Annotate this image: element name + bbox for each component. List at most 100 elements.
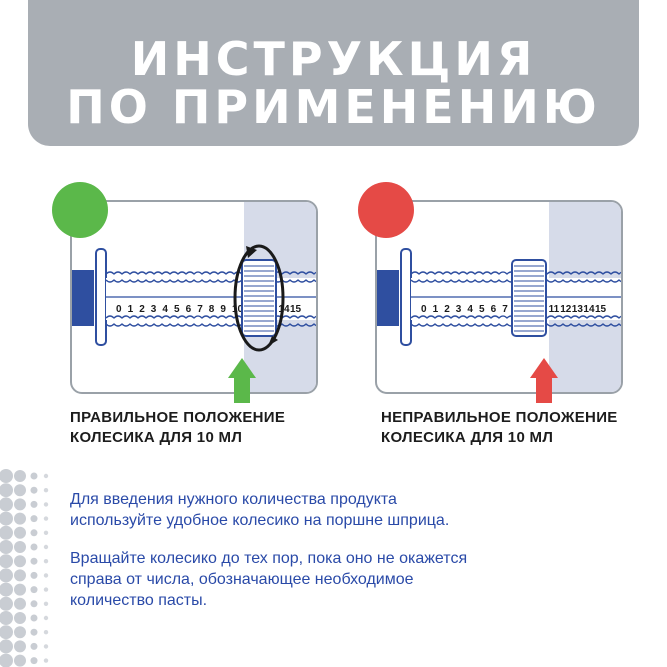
pattern-dot — [0, 554, 13, 569]
pattern-dot — [0, 653, 13, 667]
scale-label: 15 — [290, 304, 302, 315]
pattern-dot — [30, 486, 38, 494]
pattern-dot — [30, 628, 38, 636]
scale-label: 4 — [467, 304, 473, 315]
incorrect-indicator-dot — [358, 182, 414, 238]
dosing-wheel — [511, 259, 547, 337]
pattern-dot — [43, 544, 49, 550]
pattern-dot — [14, 654, 26, 667]
pattern-dot — [0, 625, 13, 640]
pattern-dot — [14, 526, 26, 539]
pattern-dot — [14, 569, 26, 582]
scale-label: 14 — [278, 304, 290, 315]
caption-correct: ПРАВИЛЬНОЕ ПОЛОЖЕНИЕ КОЛЕСИКА ДЛЯ 10 МЛ — [70, 408, 285, 448]
scale-label: 4 — [162, 304, 168, 315]
scale-label: 9 — [220, 304, 226, 315]
caption-incorrect-line1: НЕПРАВИЛЬНОЕ ПОЛОЖЕНИЕ — [381, 409, 618, 426]
scale-label: 5 — [479, 304, 485, 315]
instruction-text-line: количество пасты. — [70, 592, 208, 609]
instruction-paragraph-2: Вращайте колесико до тех пор, пока оно н… — [70, 548, 630, 611]
instruction-text-line: используйте удобное колесико на поршне ш… — [70, 512, 450, 529]
scale-label: 0 — [421, 304, 427, 315]
pattern-dot — [0, 469, 13, 483]
pattern-dot — [30, 600, 38, 608]
pattern-dot — [30, 515, 38, 523]
pattern-dot — [43, 615, 49, 621]
scale-label: 7 — [197, 304, 203, 315]
page-title-line1: ИНСТРУКЦИЯ — [130, 32, 537, 86]
pattern-dot — [43, 587, 49, 592]
pattern-dot — [0, 511, 13, 526]
pattern-dot — [14, 555, 26, 568]
pattern-dot — [30, 614, 38, 622]
scale-label: 6 — [491, 304, 497, 315]
scale-label: 6 — [186, 304, 192, 315]
pattern-dot — [43, 644, 49, 649]
pattern-dot — [0, 639, 13, 654]
pattern-dot — [14, 541, 26, 553]
pattern-dot — [43, 488, 49, 493]
pattern-dot — [30, 657, 38, 665]
pattern-dot — [30, 586, 38, 594]
pattern-dot — [0, 611, 13, 625]
scale-label: 0 — [116, 304, 122, 315]
pattern-dot — [43, 559, 49, 564]
rotate-icon — [233, 244, 285, 352]
pattern-dot — [43, 516, 49, 521]
correct-indicator-dot — [52, 182, 108, 238]
scale-label: 3 — [456, 304, 462, 315]
caption-correct-line1: ПРАВИЛЬНОЕ ПОЛОЖЕНИЕ — [70, 409, 286, 426]
scale-label: 5 — [174, 304, 180, 315]
plunger-rod — [105, 271, 316, 327]
scale-label: 13 — [572, 304, 584, 315]
instruction-text-line: Для введения нужного количества продукта — [70, 491, 397, 508]
pattern-dot — [0, 525, 13, 540]
instruction-paragraph-1: Для введения нужного количества продукта… — [70, 489, 630, 531]
scale-label: 7 — [502, 304, 508, 315]
pattern-dot — [14, 640, 26, 653]
instruction-text-line: справа от числа, обозначающее необходимо… — [70, 571, 414, 588]
scale-label: 15 — [595, 304, 607, 315]
scale-label: 1 — [433, 304, 439, 315]
pattern-dot — [30, 500, 38, 508]
scale-label: 14 — [583, 304, 595, 315]
pattern-dot — [14, 484, 26, 497]
pattern-dot — [30, 472, 38, 480]
scale-label: 2 — [139, 304, 145, 315]
pattern-dot — [14, 498, 26, 511]
pattern-dot — [43, 630, 49, 635]
pattern-dot — [30, 543, 38, 551]
scale-label: 2 — [444, 304, 450, 315]
pattern-dot — [30, 642, 38, 650]
pattern-dot — [14, 583, 26, 596]
instruction-text-line: Вращайте колесико до тех пор, пока оно н… — [70, 550, 468, 567]
plunger-end — [72, 270, 94, 326]
caption-incorrect-line2: КОЛЕСИКА ДЛЯ 10 МЛ — [381, 429, 554, 446]
scale-label: 8 — [209, 304, 215, 315]
pattern-dot — [43, 601, 49, 606]
pattern-dot — [43, 530, 49, 535]
scale-label: 1 — [128, 304, 134, 315]
pattern-dot — [14, 626, 26, 639]
decorative-dot-pattern — [0, 469, 49, 667]
pattern-dot — [30, 571, 38, 579]
scale-label: 3 — [151, 304, 157, 315]
page-title-line2: ПО ПРИМЕНЕНИЮ — [66, 80, 601, 134]
pattern-dot — [43, 502, 49, 507]
dosing-wheel — [241, 259, 277, 337]
pattern-dot — [0, 568, 13, 583]
pattern-dot — [0, 483, 13, 498]
pattern-dot — [14, 612, 26, 624]
scale-label: 11 — [549, 304, 560, 315]
scale-label: 12 — [560, 304, 572, 315]
pattern-dot — [43, 658, 49, 663]
pattern-dot — [14, 597, 26, 610]
pattern-dot — [0, 540, 13, 554]
pattern-dot — [0, 582, 13, 597]
caption-incorrect: НЕПРАВИЛЬНОЕ ПОЛОЖЕНИЕ КОЛЕСИКА ДЛЯ 10 М… — [381, 408, 618, 448]
pattern-dot — [30, 529, 38, 537]
caption-correct-line2: КОЛЕСИКА ДЛЯ 10 МЛ — [70, 429, 243, 446]
